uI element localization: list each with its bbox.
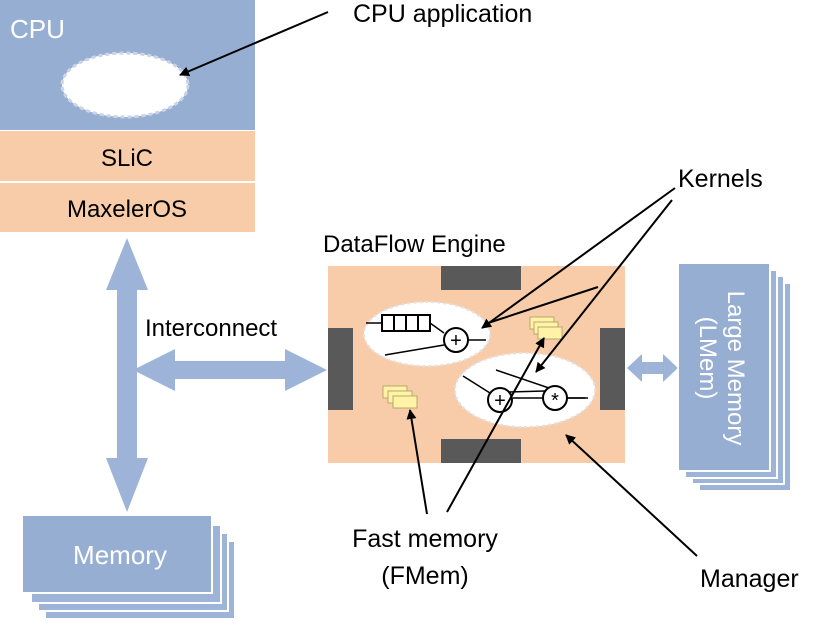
kernel-1: + <box>363 301 491 367</box>
maxeleros-label: MaxelerOS <box>67 196 187 223</box>
kernel-multiplier <box>542 385 568 411</box>
cpu-block: CPU SLiC MaxelerOS <box>0 0 255 232</box>
kernels-pointer-branch <box>484 286 599 325</box>
interconnect-arrow <box>133 349 327 391</box>
fast-memory-label: Fast memory <box>352 525 498 553</box>
kernels-pointer-1 <box>481 187 676 329</box>
interconnect-label: Interconnect <box>145 315 277 342</box>
memory-label: Memory <box>73 540 167 570</box>
fmem-pointer-1 <box>406 409 428 515</box>
dataflow-engine: + + * <box>328 266 625 463</box>
manager-label: Manager <box>700 565 799 593</box>
memory-stack: Memory <box>21 514 236 620</box>
fast-memory-sublabel: (FMem) <box>381 562 468 590</box>
engine-port-right <box>600 328 625 410</box>
kernel-adder-1 <box>443 327 469 353</box>
kernels-pointer-2 <box>535 199 673 373</box>
fmem-pointer-2 <box>446 337 545 513</box>
maxeleros-layer <box>0 183 255 232</box>
kernel-2: + * <box>454 352 596 428</box>
memory-box <box>21 514 213 594</box>
fmem-block-1 <box>529 316 563 340</box>
large-memory-stack: Large Memory (LMem) <box>677 262 792 492</box>
large-memory-label: Large Memory <box>722 291 749 446</box>
kernel-adder-1-symbol: + <box>450 330 462 352</box>
cpu-memory-link-arrow <box>106 238 148 512</box>
large-memory-box <box>677 262 771 472</box>
cpu-application-region <box>60 51 190 119</box>
kernel-multiplier-symbol: * <box>551 390 559 412</box>
lmem-link-arrow <box>627 354 678 382</box>
kernels-label: Kernels <box>678 165 763 193</box>
large-memory-sublabel: (LMem) <box>694 317 721 400</box>
engine-port-left <box>328 328 353 410</box>
slic-label: SLiC <box>101 145 153 172</box>
fmem-block-2 <box>382 385 418 409</box>
cpu-application-label: CPU application <box>353 0 532 28</box>
kernel-adder-2-symbol: + <box>494 390 506 412</box>
manager-pointer <box>565 434 698 557</box>
engine-port-top <box>441 266 521 290</box>
cpu-application-pointer <box>179 11 329 77</box>
cpu-title: CPU <box>10 14 65 44</box>
dataflow-engine-title: DataFlow Engine <box>323 231 506 258</box>
slic-layer <box>0 131 255 181</box>
